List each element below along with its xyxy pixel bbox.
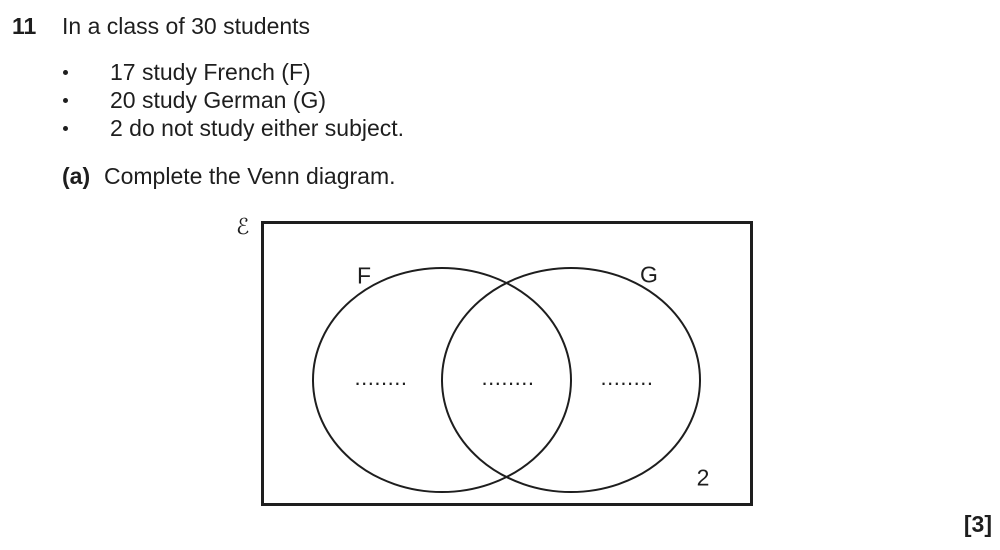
set-g-label: G <box>640 261 658 288</box>
set-f-label: F <box>356 262 372 289</box>
marks-label: [3] <box>963 511 992 537</box>
circle-f <box>312 267 572 493</box>
region-f-only-placeholder: ........ <box>354 365 408 390</box>
venn-circles-svg <box>312 267 701 493</box>
bullet-text: 20 study German (G) <box>110 87 327 113</box>
bullet-item: 20 study German (G) <box>63 89 326 112</box>
part-instruction: Complete the Venn diagram. <box>104 163 396 189</box>
region-intersection-placeholder: ........ <box>481 365 535 390</box>
bullet-dot-icon <box>63 98 68 103</box>
bullet-item: 2 do not study either subject. <box>63 117 404 140</box>
region-g-only-placeholder: ........ <box>600 365 654 390</box>
bullet-dot-icon <box>63 70 68 75</box>
part-label: (a) <box>62 163 91 189</box>
bullet-dot-icon <box>63 126 68 131</box>
venn-frame: F G ........ ........ ........ 2 <box>261 221 753 506</box>
outside-region-count: 2 <box>696 464 710 491</box>
question-number: 11 <box>12 13 37 39</box>
bullet-item: 17 study French (F) <box>63 61 311 84</box>
bullet-text: 17 study French (F) <box>110 59 311 85</box>
circle-g <box>441 267 701 493</box>
bullet-text: 2 do not study either subject. <box>110 115 405 141</box>
question-intro: In a class of 30 students <box>62 13 311 39</box>
universal-set-symbol: ℰ <box>236 215 250 240</box>
